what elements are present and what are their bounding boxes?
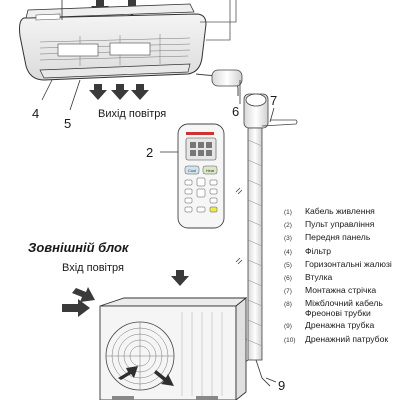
remote-button[interactable]: [196, 177, 206, 187]
remote-button[interactable]: [184, 179, 193, 186]
outdoor-unit: [99, 297, 248, 400]
legend-number: (6): [284, 274, 292, 282]
remote-button[interactable]: [196, 206, 206, 213]
remote-control: 2 Cool Heat: [146, 123, 225, 229]
legend-text: Горизонтальні жалюзі: [305, 258, 392, 269]
air-in-label: Вхід повітря: [62, 262, 124, 274]
arrow-icon: [89, 84, 107, 100]
legend-number: (9): [284, 323, 292, 331]
arrow-icon: [154, 370, 174, 386]
remote-button[interactable]: [184, 206, 193, 213]
air-out-label: Вихід повітря: [98, 108, 166, 120]
arrow-icon: [118, 366, 138, 380]
arrow-icon: [62, 299, 90, 317]
callout-7: 7: [270, 93, 277, 108]
legend-text: Дренажна трубка: [305, 320, 375, 331]
callout-4: 4: [32, 106, 39, 121]
legend-item: (5) Горизонтальні жалюзі: [284, 259, 412, 272]
remote-button[interactable]: [184, 197, 193, 204]
legend-number: (4): [284, 248, 292, 256]
legend-number: (2): [284, 222, 292, 230]
heat-button[interactable]: [202, 165, 218, 175]
legend-item: (9) Дренажна трубка: [284, 320, 412, 333]
legend-item: (7) Монтажна стрічка: [284, 285, 412, 298]
legend-item: (8) Міжблочний кабель Фреонові трубки: [284, 298, 412, 320]
outdoor-unit-heading: Зовнішній блок: [28, 240, 130, 255]
legend-text: Монтажна стрічка: [305, 285, 377, 296]
callout-2: 2: [146, 145, 153, 160]
piping: [195, 69, 298, 387]
remote-button[interactable]: [196, 188, 206, 198]
callout-6: 6: [232, 104, 239, 119]
arrow-icon: [131, 84, 149, 100]
cool-label: Cool: [188, 168, 196, 173]
callout-9: 9: [278, 378, 285, 393]
legend-text: Пульт управління: [305, 219, 375, 230]
air-out-arrows: [89, 84, 149, 100]
parts-legend: (1) Кабель живлення (2) Пульт управління (3)…: [284, 206, 412, 347]
remote-button[interactable]: [209, 179, 218, 186]
indoor-unit: [19, 0, 237, 81]
legend-text: Дренажний патрубок: [305, 333, 389, 344]
legend-text: Передня панель: [305, 232, 371, 243]
callout-5: 5: [64, 116, 71, 131]
legend-item: (6) Втулка: [284, 272, 412, 285]
arrow-icon: [72, 287, 95, 302]
legend-text: Фільтр: [305, 245, 331, 256]
remote-button[interactable]: [209, 188, 218, 195]
legend-text: Втулка: [305, 271, 333, 282]
legend-text: Міжблочний кабель Фреонові трубки: [305, 298, 383, 319]
legend-item: (2) Пульт управління: [284, 219, 412, 232]
legend-item: (10) Дренажний патрубок: [284, 334, 412, 347]
legend-item: (3) Передня панель: [284, 232, 412, 245]
legend-number: (1): [284, 209, 292, 216]
legend-item: (4) Фільтр: [284, 246, 412, 259]
legend-number: (3): [284, 235, 292, 243]
arrow-icon: [171, 270, 189, 286]
arrow-icon: [111, 84, 129, 100]
brand-logo: [186, 132, 214, 135]
legend-number: (8): [284, 301, 292, 309]
remote-button[interactable]: [184, 188, 193, 195]
legend-item: (1) Кабель живлення: [284, 206, 412, 219]
legend-number: (5): [284, 261, 292, 269]
remote-button[interactable]: [209, 206, 218, 213]
legend-text: Кабель живлення: [305, 206, 375, 216]
remote-button[interactable]: [209, 197, 218, 204]
heat-label: Heat: [206, 168, 215, 173]
legend-number: (7): [284, 288, 292, 296]
cool-button[interactable]: [184, 165, 200, 175]
legend-number: (10): [284, 336, 296, 344]
